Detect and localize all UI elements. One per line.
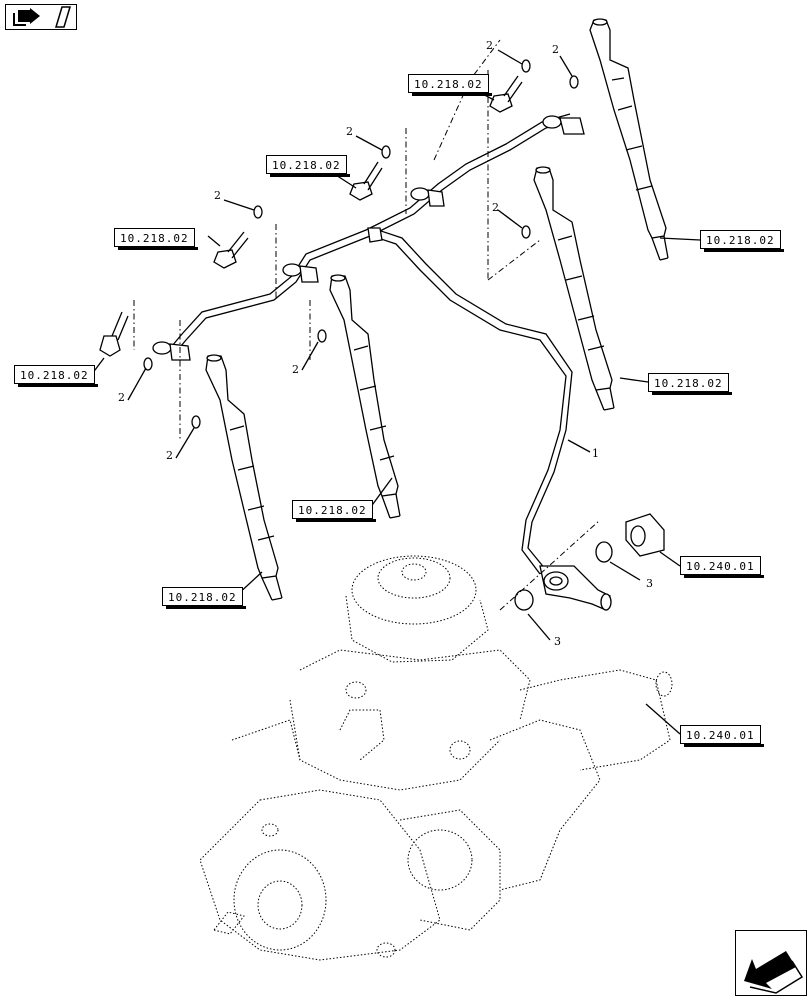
- next-page-arrow-glyph: [744, 951, 804, 994]
- item-number-3: 3: [646, 577, 653, 590]
- ref-box-10.218.02-bottom-left[interactable]: 10.218.02: [162, 587, 246, 609]
- item-number-2: 2: [118, 391, 125, 404]
- sealing-washers: [143, 59, 613, 611]
- item-number-2: 2: [552, 43, 559, 56]
- ref-box-10.218.02-top[interactable]: 10.218.02: [408, 74, 492, 96]
- item-number-2: 2: [492, 201, 499, 214]
- ref-box-10.218.02-left[interactable]: 10.218.02: [114, 228, 198, 250]
- ref-box-10.240.01-nut[interactable]: 10.240.01: [680, 556, 764, 578]
- ref-box-10.240.01-pump[interactable]: 10.240.01: [680, 725, 764, 747]
- leader-lines: [91, 49, 701, 735]
- union-nut: [625, 513, 665, 557]
- ref-box-10.218.02-right-mid[interactable]: 10.218.02: [648, 373, 732, 395]
- item-number-2: 2: [346, 125, 353, 138]
- item-number-2: 2: [292, 363, 299, 376]
- injection-pump: [199, 555, 673, 961]
- centre-lines: [133, 39, 601, 611]
- ref-box-10.218.02-upper-left[interactable]: 10.218.02: [266, 155, 350, 177]
- next-page-arrow-icon[interactable]: [735, 930, 807, 996]
- item-number-2: 2: [166, 449, 173, 462]
- banjo-bolts: [99, 75, 523, 357]
- book-arrow-icon[interactable]: [5, 4, 77, 30]
- injector-2: [533, 166, 615, 411]
- ref-box-10.218.02-right-top[interactable]: 10.218.02: [700, 230, 784, 252]
- item-number-2: 2: [214, 189, 221, 202]
- item-number-2: 2: [486, 39, 493, 52]
- injector-1: [589, 18, 669, 261]
- item-number-3: 3: [554, 635, 561, 648]
- banjo-fittings: [152, 115, 585, 361]
- item-number-1: 1: [592, 447, 599, 460]
- ref-box-10.218.02-far-left[interactable]: 10.218.02: [14, 365, 98, 387]
- injector-3: [329, 274, 401, 519]
- ref-box-10.218.02-center[interactable]: 10.218.02: [292, 500, 376, 522]
- injector-4: [205, 354, 283, 601]
- book-arrow-glyph: [13, 6, 72, 28]
- leak-off-pipe: [171, 113, 612, 611]
